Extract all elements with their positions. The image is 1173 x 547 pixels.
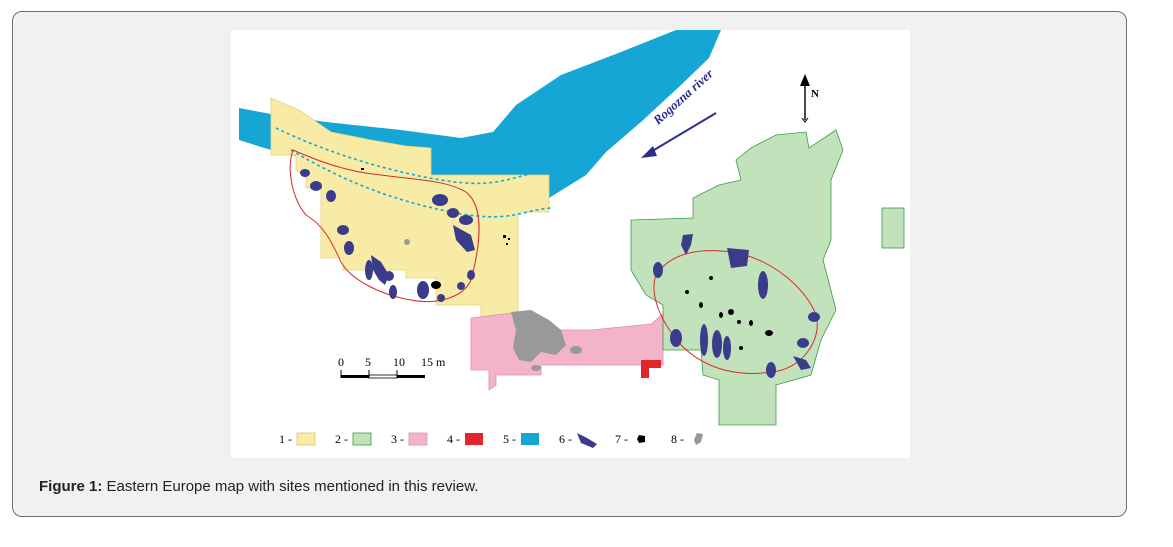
- svg-text:5 -: 5 -: [503, 432, 516, 446]
- caption-text: Eastern Europe map with sites mentioned …: [102, 478, 479, 495]
- legend-item-5: 5 -: [503, 432, 539, 446]
- svg-text:8 -: 8 -: [671, 432, 684, 446]
- figure-container: Rogozna river N 0 5: [12, 11, 1127, 517]
- legend-item-6: 6 -: [559, 432, 597, 448]
- legend-item-3: 3 -: [391, 432, 428, 446]
- svg-text:4 -: 4 -: [447, 432, 460, 446]
- green-zone-detached: [881, 207, 905, 249]
- pits-east: [653, 234, 820, 378]
- legend-item-1: 1 -: [279, 432, 316, 446]
- red-zone: [641, 360, 661, 378]
- figure-caption: Figure 1: Eastern Europe map with sites …: [39, 478, 478, 495]
- svg-text:6 -: 6 -: [559, 432, 572, 446]
- pink-zone: [470, 312, 664, 391]
- legend: 1 - 2 - 3 - 4 - 5 -: [279, 432, 703, 448]
- yellow-zone: [270, 97, 550, 319]
- green-zone: [630, 129, 844, 426]
- svg-text:10: 10: [393, 355, 405, 369]
- svg-text:5: 5: [365, 355, 371, 369]
- river-flow-arrow: [641, 112, 717, 158]
- svg-text:15 m: 15 m: [421, 355, 446, 369]
- site-outline-west: [289, 149, 480, 303]
- legend-item-8: 8 -: [671, 432, 703, 446]
- svg-text:2 -: 2 -: [335, 432, 348, 446]
- legend-item-7: 7 -: [615, 432, 645, 446]
- caption-label: Figure 1:: [39, 478, 103, 495]
- legend-item-2: 2 -: [335, 432, 372, 446]
- site-map: Rogozna river N 0 5: [231, 30, 910, 458]
- dotted-line-lower: [290, 149, 552, 218]
- svg-text:3 -: 3 -: [391, 432, 404, 446]
- legend-item-4: 4 -: [447, 432, 483, 446]
- north-arrow: N: [800, 74, 819, 123]
- svg-text:N: N: [811, 88, 819, 100]
- scale-bar: 0 5 10 15 m: [338, 355, 446, 379]
- dotted-line-upper: [275, 127, 552, 185]
- svg-text:0: 0: [338, 355, 344, 369]
- grey-feature-cluster: [511, 310, 566, 362]
- svg-text:7 -: 7 -: [615, 432, 628, 446]
- pits-west: [300, 169, 475, 302]
- svg-text:1 -: 1 -: [279, 432, 292, 446]
